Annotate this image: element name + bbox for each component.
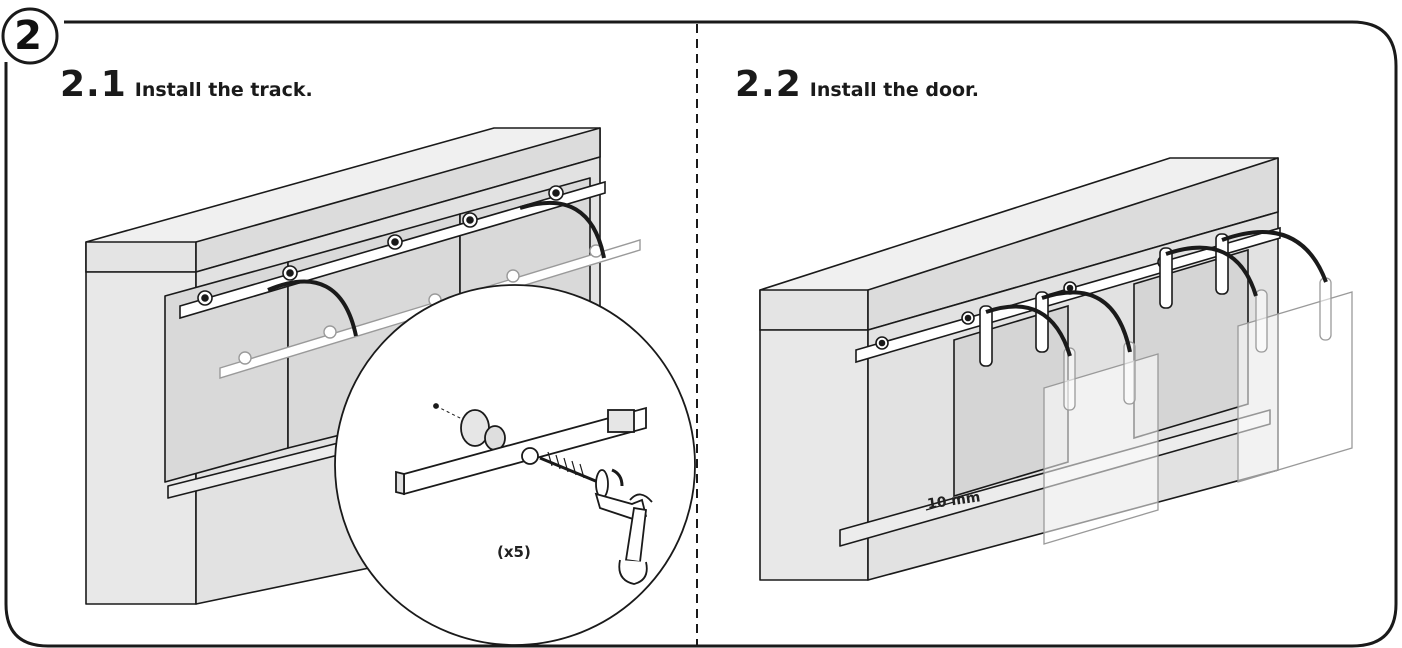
step-number: 2 [14,13,42,59]
door-ghost-2 [1237,277,1353,483]
door-installed-2 [1133,233,1249,440]
step-2-1-text: Install the track. [134,79,313,101]
step-2-1-number: 2.1 [60,64,127,105]
gap-dimension [925,501,955,511]
track-right [855,226,1281,364]
step-2-2-number: 2.2 [735,64,802,105]
panel-frame [4,20,1398,648]
step-2-2-title: 2.2 Install the door. [735,64,979,105]
door-ghost-1 [1043,341,1159,545]
door-move-arrows [985,230,1328,357]
step-2-2-text: Install the door. [809,79,979,101]
door-installed-1 [953,291,1069,498]
step-2-1-title: 2.1 Install the track. [60,64,313,105]
detail-zoom [334,284,696,646]
quantity-label: (x5) [497,543,531,561]
step-circle-outline [1,7,59,65]
move-arrows [267,200,606,337]
